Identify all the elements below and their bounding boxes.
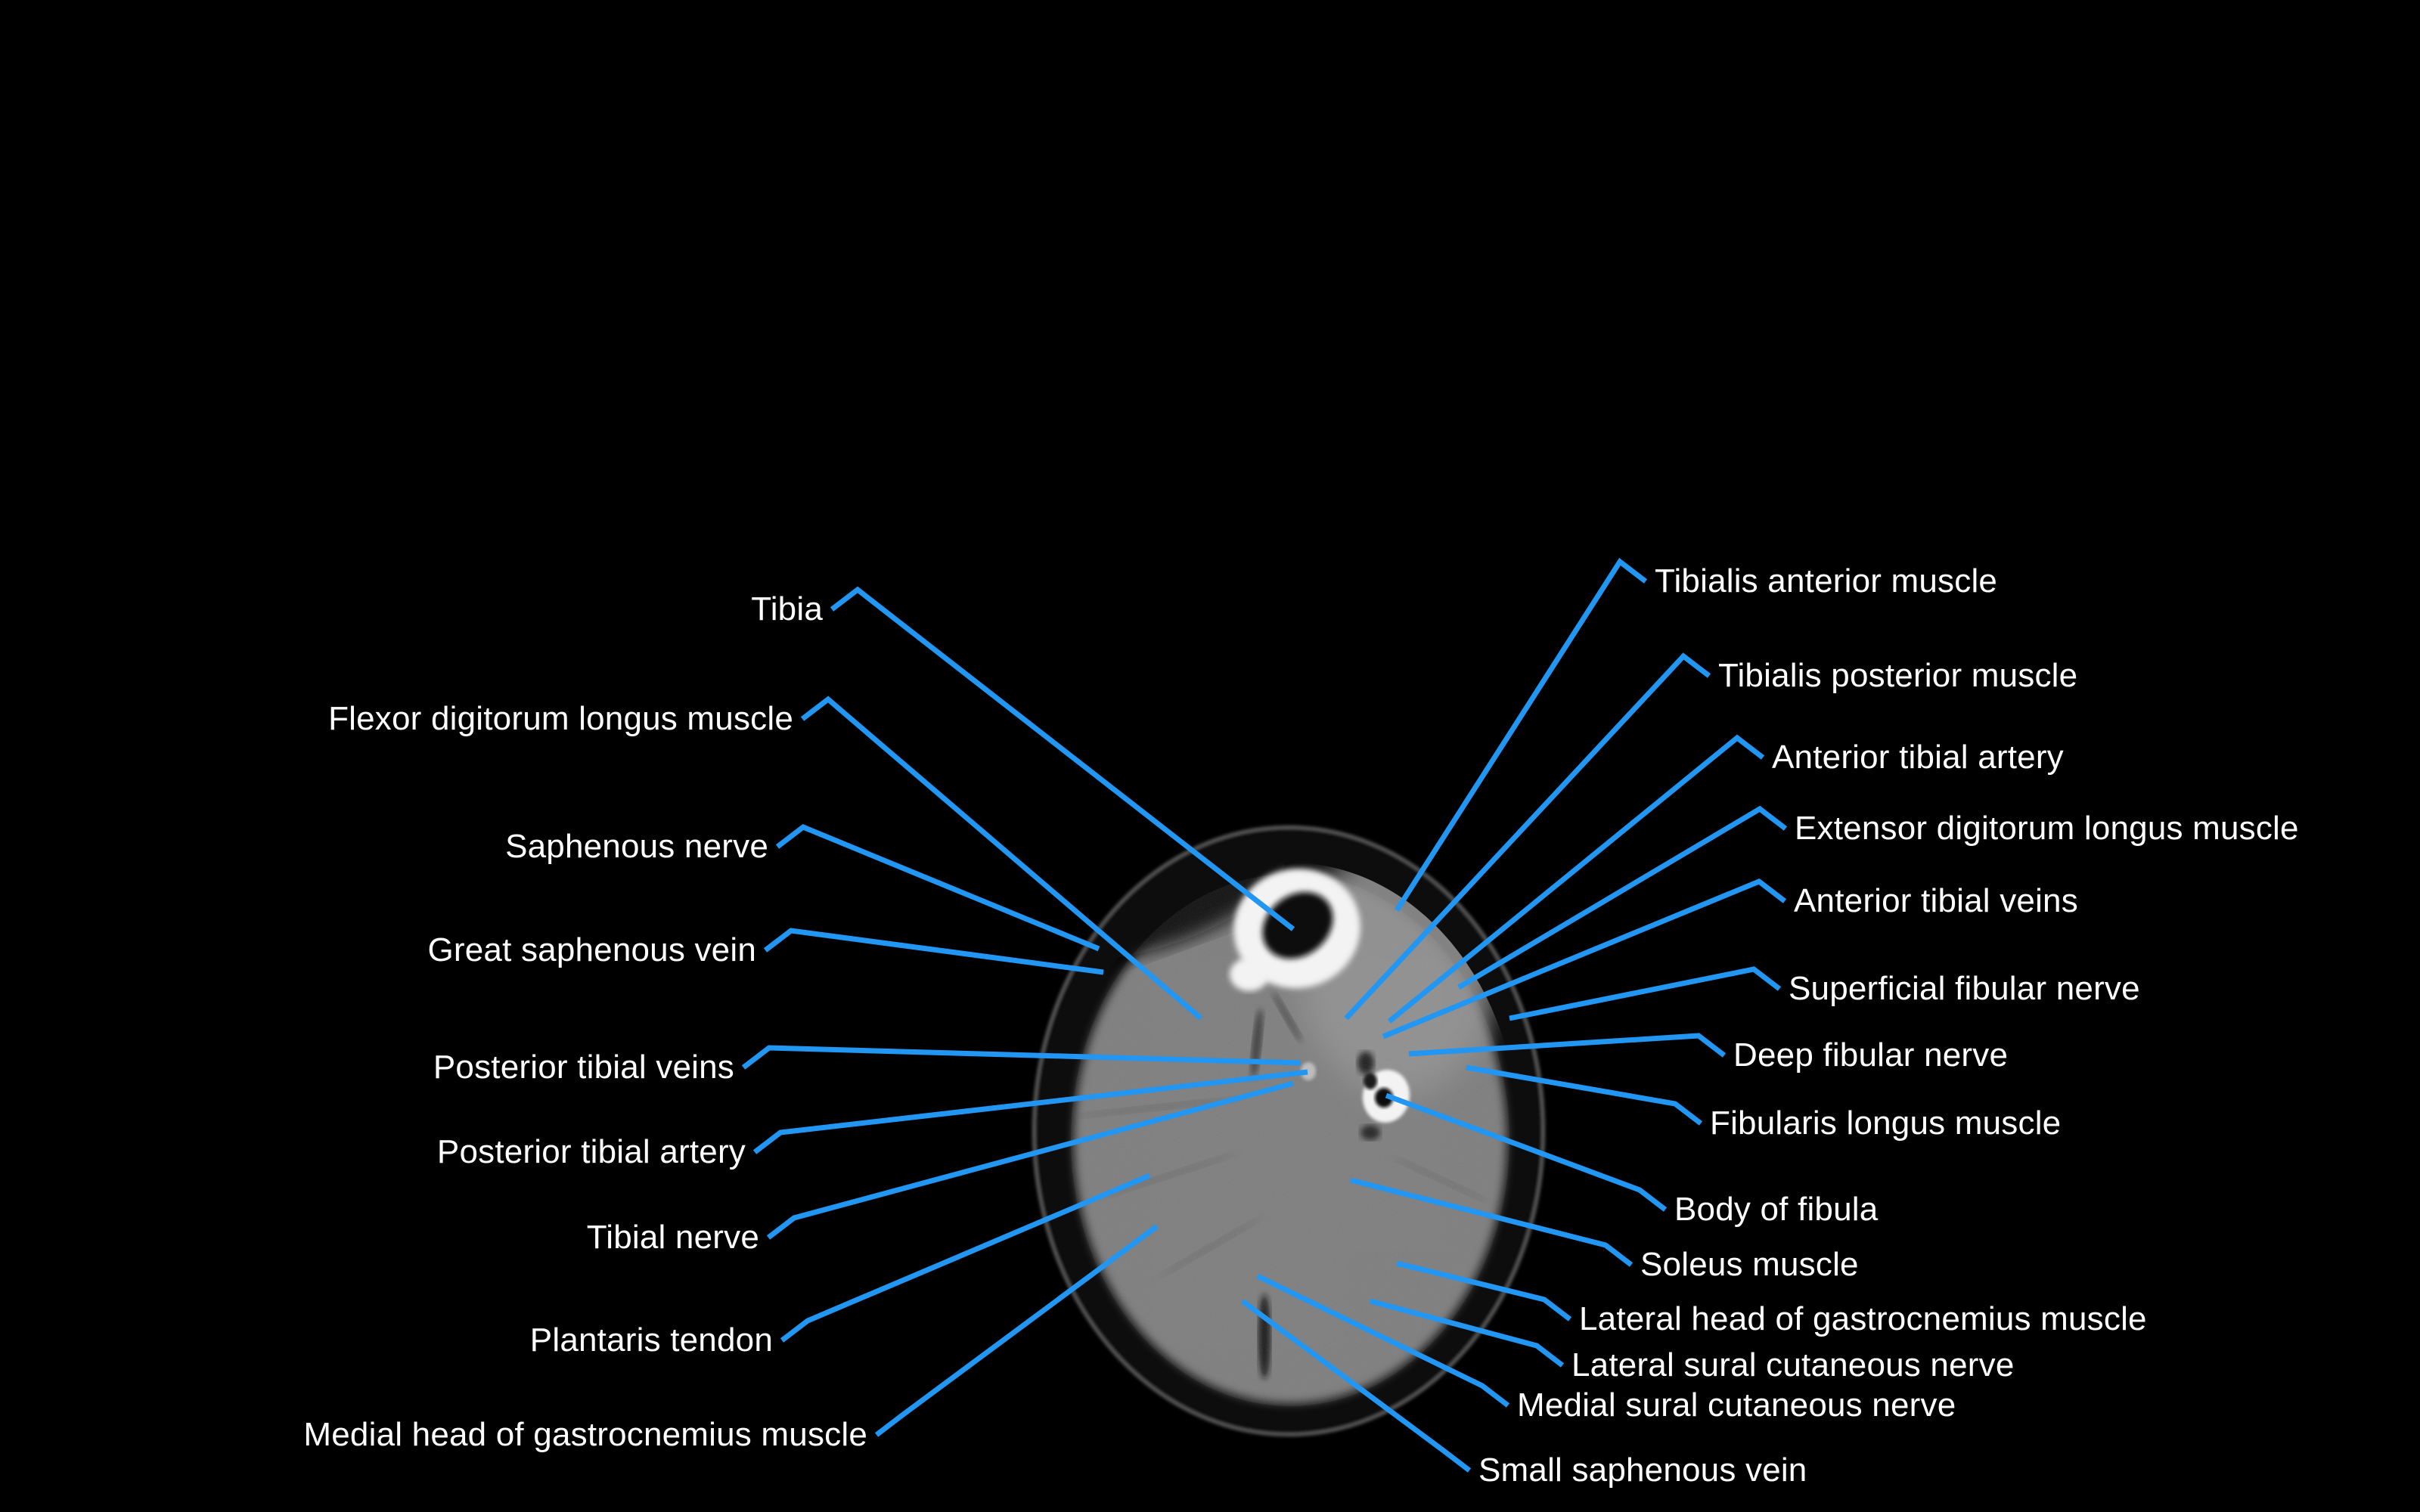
label-deep-fibular-nerve: Deep fibular nerve xyxy=(1733,1036,2009,1074)
leader-tibialis-anterior-muscle xyxy=(1395,557,1648,912)
label-fibularis-longus-muscle: Fibularis longus muscle xyxy=(1710,1104,2062,1142)
ct-noise-texture xyxy=(1071,874,1509,1406)
leader-anterior-tibial-veins xyxy=(1382,878,1787,1040)
label-plantaris-tendon: Plantaris tendon xyxy=(529,1321,773,1359)
label-medial-sural-cutaneous-nerve: Medial sural cutaneous nerve xyxy=(1517,1386,1956,1424)
label-anterior-tibial-artery: Anterior tibial artery xyxy=(1772,738,2064,776)
leader-fibularis-longus-muscle xyxy=(1466,1064,1703,1126)
fibula-anterior-notch xyxy=(1364,1073,1377,1089)
leader-extensor-digitorum-longus-muscle xyxy=(1457,805,1788,990)
label-saphenous-nerve: Saphenous nerve xyxy=(505,827,768,865)
leader-medial-head-of-gastrocnemius-muscle xyxy=(874,1224,1159,1437)
leader-tibia xyxy=(830,586,1295,931)
label-great-saphenous-vein: Great saphenous vein xyxy=(427,931,756,968)
label-posterior-tibial-artery: Posterior tibial artery xyxy=(436,1132,746,1170)
leader-great-saphenous-vein xyxy=(763,928,1104,975)
label-flexor-digitorum-longus-muscle: Flexor digitorum longus muscle xyxy=(328,699,793,737)
label-anterior-tibial-veins: Anterior tibial veins xyxy=(1794,881,2078,919)
leader-posterior-tibial-veins xyxy=(741,1045,1302,1070)
label-body-of-fibula: Body of fibula xyxy=(1674,1190,1879,1228)
tibia-posteromedial-crest xyxy=(1230,958,1269,991)
label-tibia: Tibia xyxy=(751,590,823,627)
label-posterior-tibial-veins: Posterior tibial veins xyxy=(433,1048,734,1086)
label-medial-head-of-gastrocnemius-muscle: Medial head of gastrocnemius muscle xyxy=(303,1415,867,1453)
label-superficial-fibular-nerve: Superficial fibular nerve xyxy=(1789,969,2140,1007)
label-small-saphenous-vein: Small saphenous vein xyxy=(1478,1451,1807,1489)
leader-posterior-tibial-artery xyxy=(752,1069,1308,1154)
leader-tibialis-posterior-muscle xyxy=(1344,652,1711,1021)
leader-anterior-tibial-artery xyxy=(1387,734,1765,1024)
posterior-tibial-vessels-dot xyxy=(1301,1062,1316,1080)
leader-soleus-muscle xyxy=(1350,1177,1634,1267)
leader-lateral-head-of-gastrocnemius-muscle xyxy=(1396,1260,1572,1321)
tibia-medullary-cavity xyxy=(1262,891,1333,959)
label-soleus-muscle: Soleus muscle xyxy=(1640,1245,1859,1283)
leader-tibial-nerve xyxy=(766,1080,1294,1240)
leader-deep-fibular-nerve xyxy=(1408,1033,1727,1058)
fibula-medullary-cavity xyxy=(1375,1088,1393,1108)
leader-lateral-sural-cutaneous-nerve xyxy=(1370,1298,1565,1368)
leader-saphenous-nerve xyxy=(775,823,1100,952)
leader-small-saphenous-vein xyxy=(1240,1299,1472,1473)
label-lateral-sural-cutaneous-nerve: Lateral sural cutaneous nerve xyxy=(1571,1346,2015,1383)
leader-medial-sural-cutaneous-nerve xyxy=(1256,1273,1510,1408)
label-tibial-nerve: Tibial nerve xyxy=(586,1218,759,1256)
label-extensor-digitorum-longus-muscle: Extensor digitorum longus muscle xyxy=(1795,809,2299,847)
label-tibialis-anterior-muscle: Tibialis anterior muscle xyxy=(1655,562,1998,600)
label-tibialis-posterior-muscle: Tibialis posterior muscle xyxy=(1718,656,2078,694)
leader-body-of-fibula xyxy=(1385,1092,1668,1212)
leader-flexor-digitorum-longus-muscle xyxy=(800,696,1203,1021)
leader-superficial-fibular-nerve xyxy=(1509,966,1782,1021)
leader-plantaris-tendon xyxy=(780,1173,1151,1343)
label-lateral-head-of-gastrocnemius-muscle: Lateral head of gastrocnemius muscle xyxy=(1579,1300,2147,1337)
